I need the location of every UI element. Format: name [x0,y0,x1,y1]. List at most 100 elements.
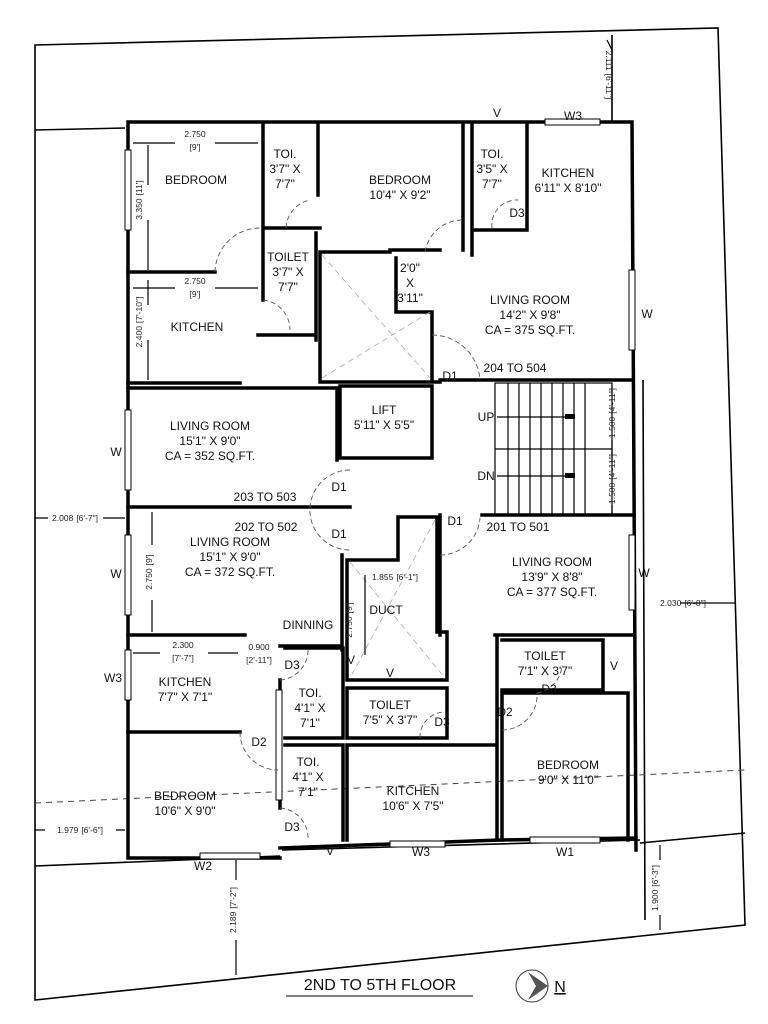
staircase [494,382,613,516]
dimension-imperial: [7'-2"] [228,887,238,909]
room-size: 10'6" X 9'0" [154,804,215,818]
dimension-imperial: [6'-1"] [396,572,418,582]
dimension-metric: 1.500 [607,416,617,438]
dimension-metric: 2.030 [660,598,682,608]
north-label: N [554,979,566,996]
dimension-imperial: [6'-8"] [684,598,706,608]
room-size: 4'1" X [294,701,325,715]
room-name: BEDROOM [165,173,227,187]
room-size: 15'1" X 9'0" [199,550,260,564]
room-name: DUCT [369,603,403,617]
room-size: 15'1" X 9'0" [179,434,240,448]
dimension-imperial: [7'-10"] [134,297,144,323]
section-line [34,769,746,804]
dimension-metric: 2.008 [52,513,74,523]
room-name: BEDROOM [369,173,431,187]
room-size: CA = 352 SQ.FT. [165,449,255,463]
dimension-metric: 2.300 [172,640,194,650]
dimension-label: 1.500[4'-11"] [607,454,617,504]
room-name: TOI. [296,755,319,769]
room-name: BEDROOM [537,758,599,772]
window-openings [124,118,636,860]
shaft-markings [321,254,446,679]
door-label: D1 [447,514,463,528]
room-name: BEDROOM [154,789,216,803]
room-size: 7'7" [278,280,298,294]
window-label: W [641,307,653,321]
window-label: W1 [556,845,574,859]
room-size: 4'1" X [292,770,323,784]
room-name: TOILET [267,250,309,264]
window-label: V [493,106,501,120]
dimension-imperial: [9'] [344,602,354,613]
dimension-label: 1.979[6'-6"] [57,825,103,835]
room-size: 14'2" X 9'8" [499,308,560,322]
room-size: 9'0" X 11'0" [538,773,598,787]
dimension-metric: 1.979 [57,825,79,835]
dimension-metric: 2.750 [144,568,154,590]
door-label: D2 [251,735,267,749]
dimension-metric: 2.400 [134,326,144,348]
room-name: LIFT [372,403,397,417]
room-name: LIVING ROOM [512,555,592,569]
dimension-label: 2.189[7'-2"] [228,887,238,933]
room-size: 10'4" X 9'2" [369,188,430,202]
unit-number-label: 202 TO 502 [235,520,298,534]
room-size: 7'7" X 7'1" [158,690,212,704]
door-label: D1 [331,480,347,494]
door-label: D1 [442,369,458,383]
door-label: D3 [434,715,450,729]
unit-number-label: 203 TO 503 [234,490,297,504]
room-size: 7'5" X 3'7" [363,713,417,727]
room-size: CA = 372 SQ.FT. [185,565,275,579]
room-size: 5'11" X 5'5" [354,418,414,432]
drawing-title: 2ND TO 5TH FLOOR [304,977,456,994]
room-size: 3'7" X [272,265,303,279]
window-label: W [110,445,122,459]
room-name: 2'0" [400,261,420,275]
room-size: 6'11" X 8'10" [535,181,602,195]
room-size: 10'6" X 7'5" [382,799,443,813]
dimension-metric: 3.350 [134,198,144,220]
dimension-metric: 1.900 [650,889,660,911]
room-name: LIVING ROOM [190,535,270,549]
door-label: D3 [284,820,300,834]
room-name: TOI. [480,147,503,161]
down-arrow-head [565,473,575,478]
window-label: V [326,844,334,858]
door-label: D3 [284,658,300,672]
window-label: W3 [564,109,582,123]
stair-down-label: DN [477,469,494,483]
dimension-imperial: [6'-3"] [650,865,660,887]
room-name: KITCHEN [159,675,212,689]
room-size: 7'7" [482,177,502,191]
door-swings [214,199,563,839]
dimension-label: 1.500 [4'-11"] [607,388,617,438]
room-size: 7'1" X 3'7" [518,664,572,678]
dimension-label: 2.750 [9'] [144,554,154,589]
dimension-metric: 0.900 [248,642,270,652]
door-label: D1 [331,527,347,541]
window-label: V [347,653,355,667]
room-name: TOI. [298,686,321,700]
window-label: V [610,659,618,673]
room-size: 3'7" X [269,162,300,176]
dimension-imperial: [9'] [144,554,154,565]
room-size: CA = 375 SQ.FT. [485,323,575,337]
door-label: D3 [509,206,525,220]
room-size: 7'1" [300,716,320,730]
dimension-lines [35,39,735,975]
unit-number-label: 204 TO 504 [484,361,547,375]
room-size: 3'11" [397,291,423,305]
site-boundary [34,27,746,1001]
dimension-metric: 1.855 [372,572,394,582]
window-label: W2 [194,859,212,873]
dimension-imperial: [4'-11"] [607,388,617,414]
dimension-label: 2.400 [7'-10"] [134,297,144,348]
dimension-imperial: [9'] [189,142,200,152]
dimension-metric: 2.111 [604,51,614,71]
window-label: W [110,567,122,581]
dimension-label: 1.900 [6'-3"] [650,865,660,911]
